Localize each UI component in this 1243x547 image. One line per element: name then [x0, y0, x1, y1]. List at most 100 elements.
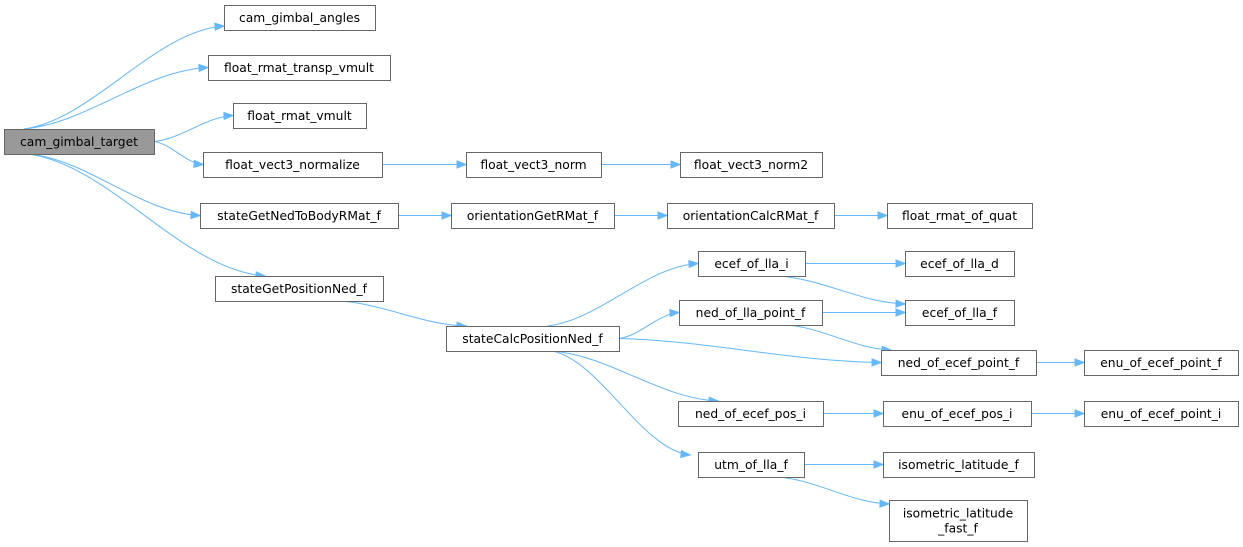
edge-arrowhead [895, 299, 907, 308]
edge-arrowhead [873, 460, 885, 469]
node-float-vect3-norm[interactable]: float_vect3_norm [466, 152, 602, 178]
node-ecef-of-lla-i[interactable]: ecef_of_lla_i [698, 251, 806, 277]
edge-statecalcpositionned-f-to-ned-of-ecef-pos-i [552, 350, 720, 405]
node-float-rmat-transp-vmult[interactable]: float_rmat_transp_vmult [208, 55, 391, 81]
node-box [215, 276, 384, 302]
edge-cam-gimbal-target-to-cam-gimbal-angles [23, 22, 226, 130]
node-label: ned_of_ecef_point_f [898, 356, 1020, 370]
node-box [466, 152, 602, 178]
node-enu-of-ecef-pos-i[interactable]: enu_of_ecef_pos_i [883, 401, 1032, 427]
edge-utm-of-lla-f-to-isometric-latitude-fast-f [777, 476, 891, 508]
node-float-vect3-normalize[interactable]: float_vect3_normalize [203, 152, 383, 178]
node-box [233, 103, 367, 129]
node-ecef-of-lla-f[interactable]: ecef_of_lla_f [905, 300, 1015, 326]
edge-line [618, 338, 882, 363]
node-ned-of-lla-point-f[interactable]: ned_of_lla_point_f [679, 300, 823, 326]
node-utm-of-lla-f[interactable]: utm_of_lla_f [698, 452, 805, 478]
node-box [698, 452, 805, 478]
node-box [667, 203, 835, 229]
node-orientationcalcrmat-f[interactable]: orientationCalcRMat_f [667, 203, 835, 229]
edge-ecef-of-lla-i-to-ecef-of-lla-f [778, 275, 907, 308]
node-box [680, 152, 823, 178]
node-label: _fast_f [937, 522, 978, 536]
edge-arrowhead [879, 499, 891, 508]
node-box [451, 203, 615, 229]
node-box [881, 350, 1037, 376]
edge-line [28, 153, 201, 216]
node-box [1084, 350, 1239, 376]
edge-ned-of-lla-point-f-to-ned-of-ecef-point-f [786, 324, 893, 354]
edge-arrowhead [873, 409, 885, 418]
edge-arrowhead [688, 259, 700, 269]
node-label: ecef_of_lla_d [920, 257, 999, 271]
node-enu-of-ecef-point-i[interactable]: enu_of_ecef_point_i [1084, 401, 1239, 427]
node-label: utm_of_lla_f [714, 458, 788, 472]
node-isometric-latitude-fast-f[interactable]: isometric_latitude_fast_f [889, 500, 1028, 542]
edge-orientationgetrmat-f-to-orientationcalcrmat-f [614, 211, 669, 220]
edge-arrowhead [680, 449, 692, 459]
node-box [679, 300, 823, 326]
node-enu-of-ecef-point-f[interactable]: enu_of_ecef_point_f [1084, 350, 1239, 376]
node-label: stateGetNedToBodyRMat_f [217, 209, 381, 223]
node-label: float_rmat_of_quat [902, 209, 1017, 223]
node-ned-of-ecef-pos-i[interactable]: ned_of_ecef_pos_i [678, 401, 824, 427]
edge-line [547, 263, 699, 327]
edge-float-vect3-normalize-to-float-vect3-norm [382, 160, 468, 169]
node-label: float_vect3_normalize [225, 158, 360, 172]
edge-ned-of-ecef-pos-i-to-enu-of-ecef-pos-i [823, 409, 885, 418]
edge-arrowhead [657, 211, 669, 220]
node-label: isometric_latitude [903, 507, 1013, 521]
node-label: float_rmat_transp_vmult [224, 61, 374, 75]
node-label: ned_of_lla_point_f [696, 306, 806, 320]
edge-arrowhead [670, 160, 682, 169]
edge-orientationcalcrmat-f-to-float-rmat-of-quat [834, 211, 889, 220]
node-box [208, 55, 391, 81]
node-ned-of-ecef-point-f[interactable]: ned_of_ecef_point_f [881, 350, 1037, 376]
node-label: ned_of_ecef_pos_i [695, 407, 806, 421]
node-box [200, 203, 399, 229]
node-box [698, 251, 806, 277]
node-box [883, 452, 1035, 478]
edge-cam-gimbal-target-to-float-vect3-normalize [153, 141, 205, 169]
edge-line [153, 115, 234, 142]
edge-line [338, 300, 467, 327]
node-box [905, 300, 1015, 326]
node-label: ecef_of_lla_i [714, 257, 788, 271]
node-isometric-latitude-f[interactable]: isometric_latitude_f [883, 452, 1035, 478]
node-orientationgetrmat-f[interactable]: orientationGetRMat_f [451, 203, 615, 229]
node-box [887, 203, 1033, 229]
edge-statecalcpositionned-f-to-ecef-of-lla-i [547, 259, 700, 327]
edge-stategetpositionned-f-to-statecalcpositionned-f [338, 300, 468, 330]
node-label: enu_of_ecef_point_i [1101, 407, 1222, 421]
edge-line [786, 324, 892, 351]
node-cam-gimbal-target[interactable]: cam_gimbal_target [4, 129, 155, 155]
node-float-rmat-of-quat[interactable]: float_rmat_of_quat [887, 203, 1033, 229]
edge-ecef-of-lla-i-to-ecef-of-lla-d [805, 259, 907, 268]
node-label: isometric_latitude_f [898, 458, 1019, 472]
node-float-vect3-norm2[interactable]: float_vect3_norm2 [680, 152, 823, 178]
node-label: float_vect3_norm [480, 158, 586, 172]
edge-arrowhead [871, 358, 883, 367]
edge-ned-of-lla-point-f-to-ecef-of-lla-f [822, 308, 907, 317]
edge-line [778, 275, 906, 305]
edge-line [23, 67, 209, 130]
edge-utm-of-lla-f-to-isometric-latitude-f [804, 460, 885, 469]
edge-stategetnedtobodyrmat-f-to-orientationgetrmat-f [398, 211, 453, 220]
edge-cam-gimbal-target-to-float-rmat-vmult [153, 111, 235, 142]
edge-line [552, 350, 719, 402]
edge-arrowhead [223, 111, 235, 121]
node-cam-gimbal-angles[interactable]: cam_gimbal_angles [224, 5, 376, 31]
edge-ned-of-ecef-point-f-to-enu-of-ecef-point-f [1035, 358, 1086, 367]
node-ecef-of-lla-d[interactable]: ecef_of_lla_d [905, 251, 1015, 277]
node-box [203, 152, 383, 178]
edge-statecalcpositionned-f-to-ned-of-lla-point-f [618, 308, 681, 339]
edge-arrowhead [456, 160, 468, 169]
node-label: stateGetPositionNed_f [231, 282, 368, 296]
node-statecalcpositionned-f[interactable]: stateCalcPositionNed_f [446, 326, 620, 352]
node-stategetpositionned-f[interactable]: stateGetPositionNed_f [215, 276, 384, 302]
node-stategetnedtobodyrmat-f[interactable]: stateGetNedToBodyRMat_f [200, 203, 399, 229]
edge-arrowhead [198, 63, 210, 73]
node-float-rmat-vmult[interactable]: float_rmat_vmult [233, 103, 367, 129]
edge-arrowhead [877, 211, 889, 220]
